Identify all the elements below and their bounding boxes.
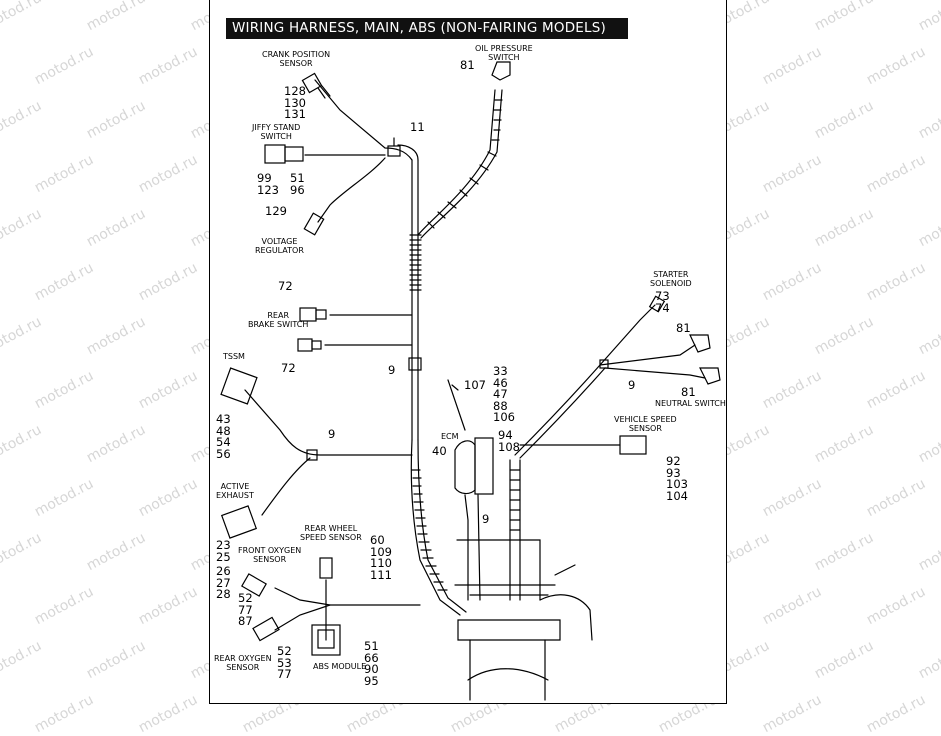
callout-ecm-9: 9 bbox=[482, 512, 490, 526]
vr-branch bbox=[317, 157, 386, 223]
crank-branch bbox=[314, 79, 419, 161]
oil-branch bbox=[417, 89, 503, 239]
ecm-label: ECM bbox=[441, 432, 459, 441]
diagram-title: WIRING HARNESS, MAIN, ABS (NON-FAIRING M… bbox=[226, 18, 628, 39]
callout-clip-left: 9 bbox=[328, 427, 336, 441]
callout-clip-mid: 9 bbox=[388, 363, 396, 377]
main-trunk bbox=[409, 159, 467, 616]
callout-vr: 129 bbox=[265, 204, 287, 218]
callout-brake-bottom: 72 bbox=[281, 361, 296, 375]
callout-clip-top: 11 bbox=[410, 120, 425, 134]
callout-brake-top: 72 bbox=[278, 279, 293, 293]
neutral-switch-label: NEUTRAL SWITCH bbox=[655, 399, 726, 408]
tssm-label: TSSM bbox=[223, 352, 245, 361]
abs-module-label: ABS MODULE bbox=[313, 662, 367, 671]
callout-ecm-107: 107 bbox=[464, 378, 486, 392]
callout-neutral-top: 81 bbox=[676, 321, 691, 335]
oil-branch-ticks bbox=[427, 99, 503, 229]
callout-clip-right: 9 bbox=[628, 378, 636, 392]
callout-oil: 81 bbox=[460, 58, 475, 72]
callout-ecm-40: 40 bbox=[432, 444, 447, 458]
callout-neutral-bottom: 81 bbox=[681, 385, 696, 399]
wiring-drawing bbox=[220, 61, 721, 701]
